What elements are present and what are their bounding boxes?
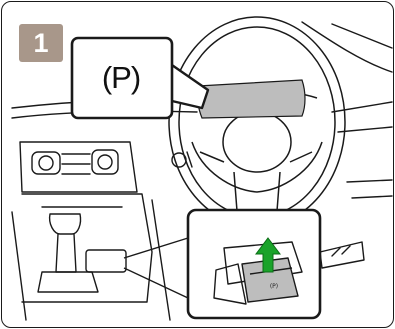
parking-brake-switch-inset: [188, 210, 320, 318]
instrument-display-highlight: [197, 80, 305, 118]
steering-wheel-icon: [169, 17, 345, 227]
step-number-badge: 1: [19, 24, 63, 62]
switch-label: (P): [264, 282, 284, 292]
parking-indicator-label: (P): [92, 58, 150, 98]
